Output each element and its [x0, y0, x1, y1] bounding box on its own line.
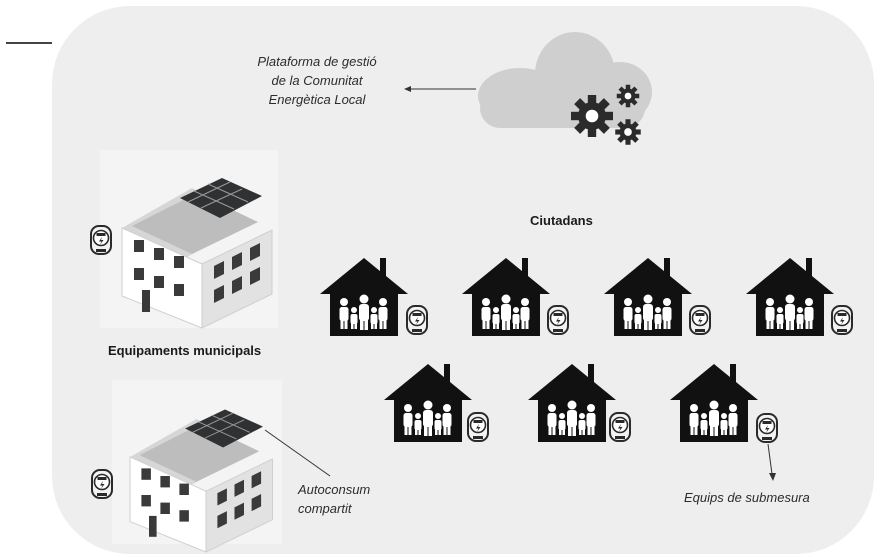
- cloud-icon: [478, 32, 652, 128]
- smart-meter-icon: [91, 469, 113, 499]
- citizen-house: [528, 364, 616, 442]
- citizen-house: [746, 258, 834, 336]
- municipal-equipment-label: Equipaments municipals: [108, 343, 262, 358]
- citizen-house: [320, 258, 408, 336]
- self-consumption-label-line-1: Autoconsum: [298, 482, 371, 497]
- smart-meter-icon: [406, 305, 428, 335]
- citizen-house: [604, 258, 692, 336]
- citizen-house: [384, 364, 472, 442]
- arrow-solar-to-label: [264, 429, 331, 477]
- smart-meter-icon: [90, 225, 112, 255]
- smart-meter-icon: [831, 305, 853, 335]
- smart-meter-icon: [756, 413, 778, 443]
- divider-line: [6, 42, 52, 44]
- platform-label: Plataforma de gestió de la Comunitat Ene…: [232, 52, 402, 109]
- platform-label-line-3: Energètica Local: [268, 92, 366, 107]
- platform-label-line-2: de la Comunitat: [271, 73, 363, 88]
- smart-meter-icon: [467, 412, 489, 442]
- smart-meter-icon: [547, 305, 569, 335]
- arrow-meter-to-label: [767, 443, 776, 481]
- citizen-house: [670, 364, 758, 442]
- smart-meter-icon: [609, 412, 631, 442]
- submetering-label: Equips de submesura: [684, 490, 810, 505]
- arrow-cloud-to-platform: [404, 86, 476, 92]
- citizen-house: [462, 258, 550, 336]
- smart-meter-icon: [689, 305, 711, 335]
- platform-label-line-1: Plataforma de gestió: [257, 54, 377, 69]
- self-consumption-label-line-2: compartit: [298, 501, 352, 516]
- self-consumption-label: Autoconsum compartit: [298, 480, 398, 518]
- citizens-label: Ciutadans: [530, 213, 593, 228]
